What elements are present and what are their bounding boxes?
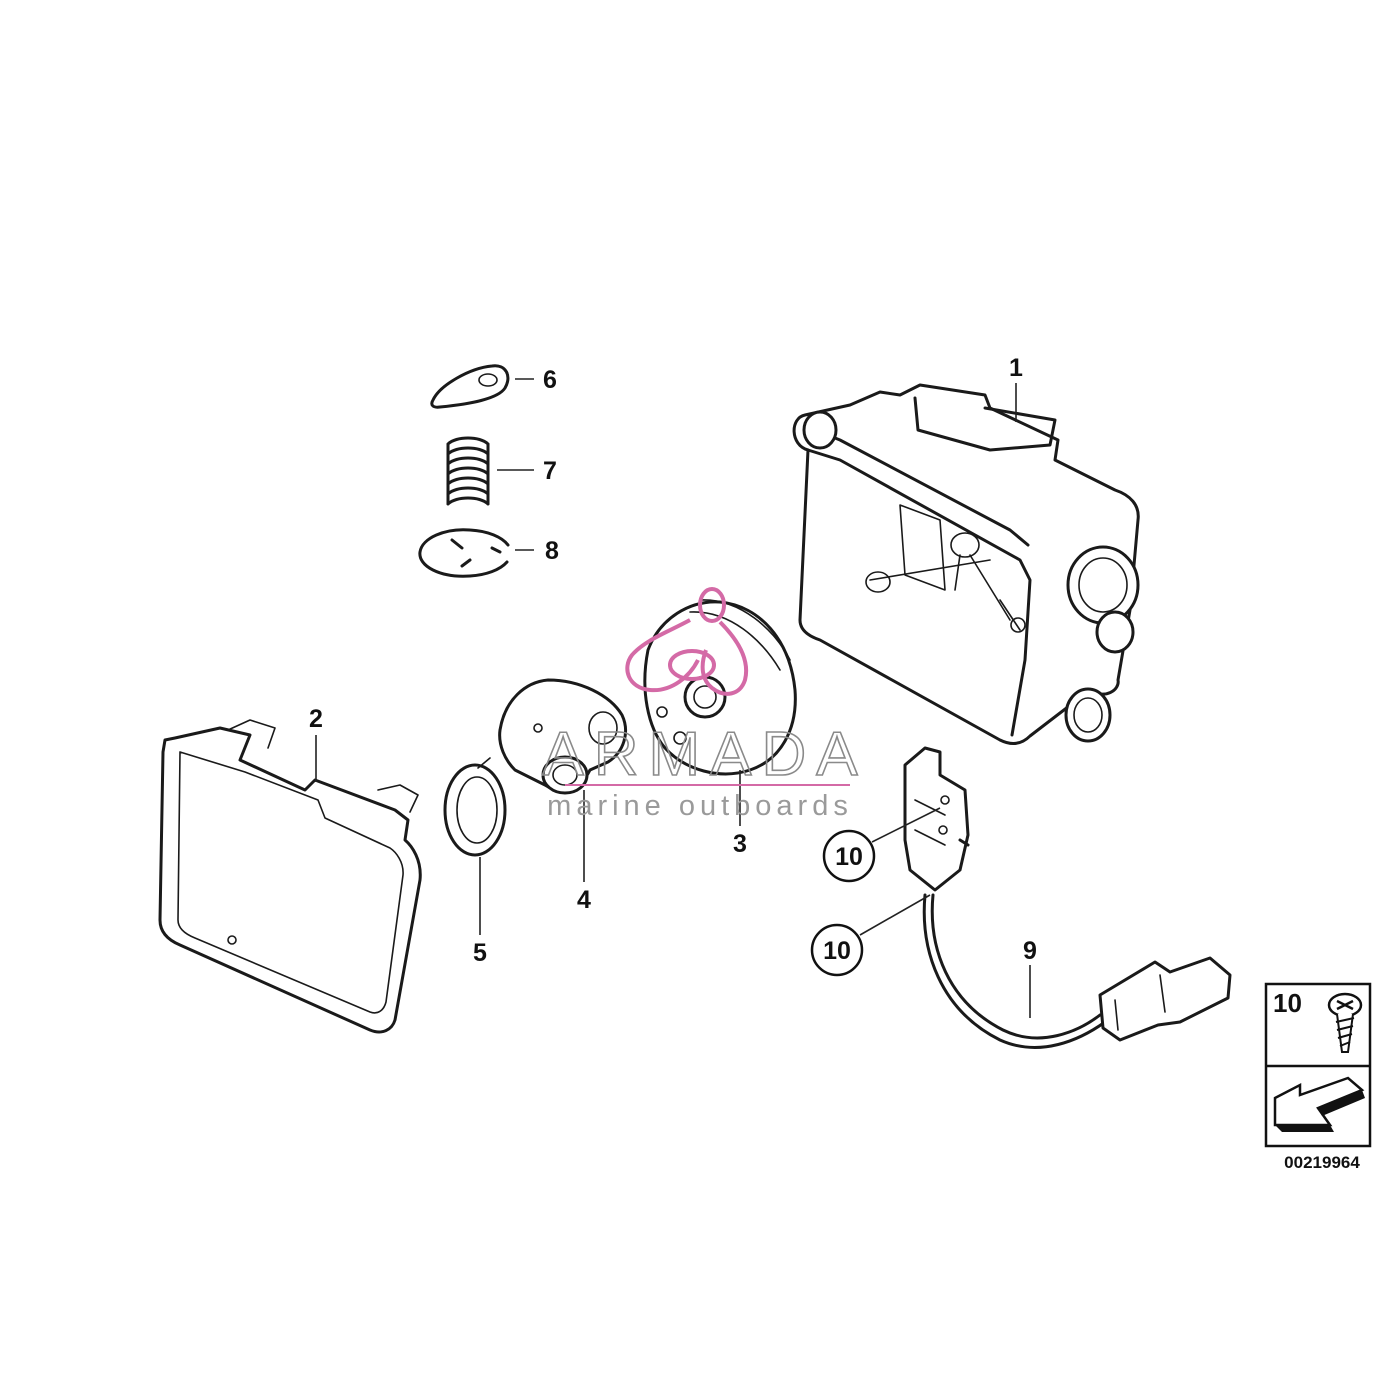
callouts: 1 2 3 4 5 6 7 8 9 10 10 (309, 354, 1037, 977)
callout-2: 2 (309, 705, 323, 733)
callout-4: 4 (577, 886, 591, 914)
part-9-switch-cable (903, 746, 1232, 1049)
callout-8: 8 (545, 537, 559, 565)
callout-1: 1 (1009, 354, 1023, 382)
callout-6: 6 (543, 366, 557, 394)
part-8-circlip (418, 528, 510, 578)
screw-icon (1327, 992, 1363, 1053)
callout-5: 5 (473, 939, 487, 967)
callout-10a: 10 (835, 843, 863, 871)
legend-qty: 10 (1273, 988, 1302, 1018)
part-5-ring (443, 757, 507, 857)
legend-box: 10 00219964 (1264, 982, 1372, 1172)
callout-7: 7 (543, 457, 557, 485)
part-6-washer (430, 364, 510, 409)
armada-logo-icon (625, 587, 749, 696)
part-2-frame (158, 719, 422, 1034)
direction-arrow-icon (1273, 1076, 1365, 1132)
watermark-title: ARMADA (542, 720, 867, 789)
part-1-housing (792, 383, 1140, 745)
leader-lines (315, 378, 1031, 1018)
watermark-subtitle: marine outboards (547, 790, 853, 822)
part-7-spring (446, 436, 490, 506)
diagram-code: 00219964 (1284, 1153, 1360, 1172)
callout-10b-circle (810, 923, 864, 977)
armada-watermark: ARMADA marine outboards (542, 587, 867, 822)
callout-9: 9 (1023, 937, 1037, 965)
callout-10a-circle (822, 829, 876, 883)
callout-3: 3 (733, 830, 747, 858)
callout-10b: 10 (823, 937, 851, 965)
